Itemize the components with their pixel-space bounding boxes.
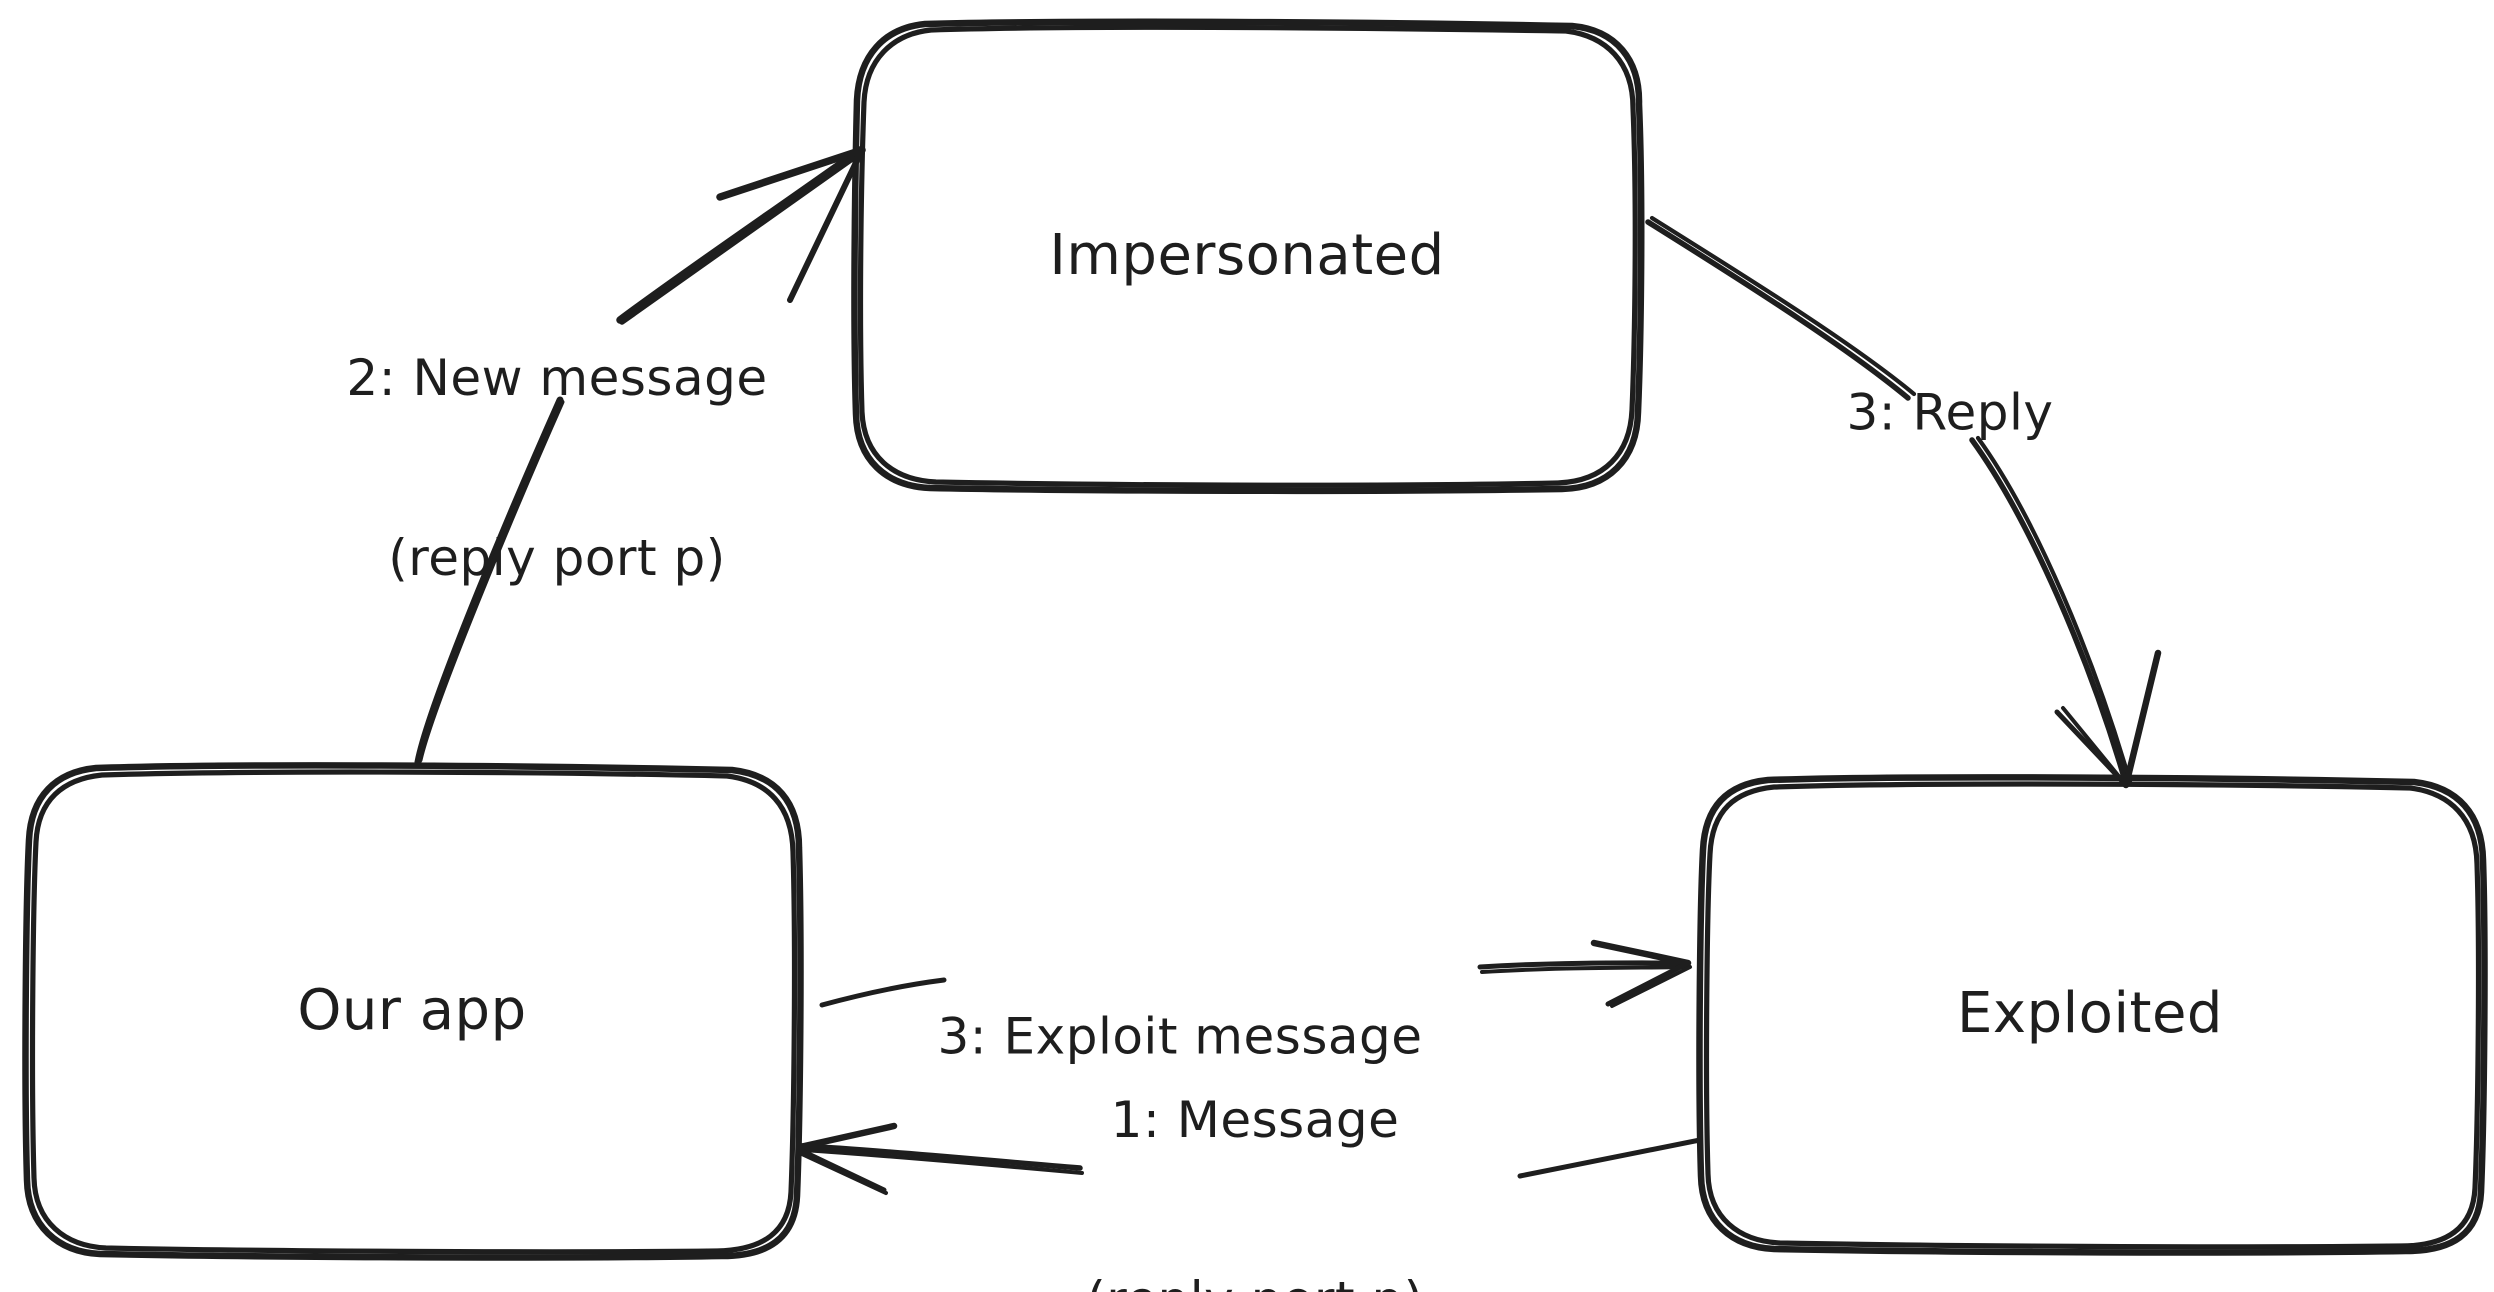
edge-reply-line[interactable] [1645, 215, 2162, 789]
edge-message-line[interactable] [796, 1122, 1703, 1195]
node-exploited-shape[interactable] [1696, 774, 2488, 1256]
node-impersonated-shape[interactable] [851, 18, 1645, 495]
edge-exploit-message-line[interactable] [819, 939, 1692, 1008]
node-our-app-shape[interactable] [22, 762, 804, 1261]
edge-new-message-line[interactable] [414, 146, 866, 766]
